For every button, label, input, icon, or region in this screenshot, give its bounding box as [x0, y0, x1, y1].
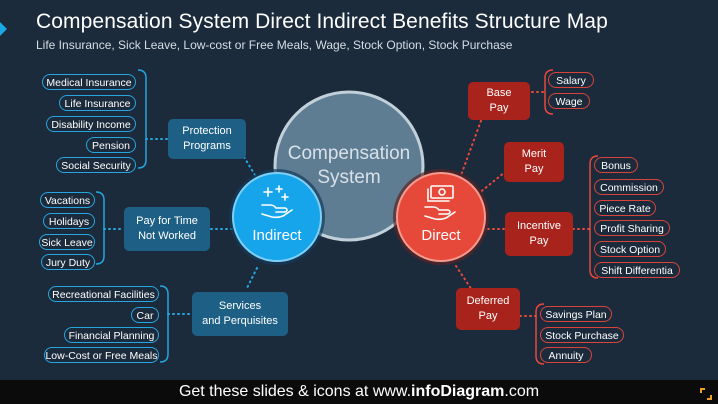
- category-label-line1: Merit: [521, 148, 547, 160]
- category-label-line2: Pay: [478, 310, 498, 322]
- category-label-line2: Pay: [489, 102, 509, 114]
- bracket-pay-time: [95, 191, 105, 265]
- bracket-protection: [137, 69, 147, 169]
- item-vacations: Vacations: [40, 192, 95, 208]
- bracket-incentive: [589, 155, 599, 279]
- bracket-base: [544, 69, 554, 115]
- direct-label: Direct: [421, 227, 461, 244]
- category-label-line2: Not Worked: [138, 230, 196, 242]
- item-recreational-facilities: Recreational Facilities: [48, 286, 159, 302]
- category-pay-for-time: Pay for Time Not Worked: [124, 207, 210, 251]
- connector-indirect-protection: [243, 156, 256, 176]
- item-savings-plan: Savings Plan: [540, 306, 612, 322]
- hand-money-icon: [424, 185, 456, 221]
- item-annuity: Annuity: [540, 347, 592, 363]
- bracket-services: [159, 285, 169, 363]
- footer-banner: Get these slides & icons at www.infoDiag…: [0, 380, 718, 404]
- item-piece-rate: Piece Rate: [594, 200, 656, 216]
- category-deferred-pay: Deferred Pay: [456, 288, 520, 330]
- footer-prefix: Get these slides & icons at www.: [178, 383, 412, 400]
- item-social-security: Social Security: [56, 157, 136, 173]
- category-label-line1: Pay for Time: [136, 215, 198, 227]
- footer-brand: infoDiagram: [411, 383, 505, 400]
- connector-lines: [95, 69, 599, 365]
- category-incentive-pay: Incentive Pay: [505, 212, 573, 256]
- category-label-line2: Programs: [183, 140, 231, 152]
- category-label-line2: Pay: [524, 163, 544, 175]
- category-label-line1: Base: [486, 87, 512, 99]
- title-accent-marker: [0, 22, 7, 36]
- item-financial-planning: Financial Planning: [64, 327, 159, 343]
- item-stock-option: Stock Option: [594, 241, 666, 257]
- item-car: Car: [131, 307, 159, 323]
- category-merit-pay: Merit Pay: [504, 142, 564, 182]
- item-stock-purchase: Stock Purchase: [540, 327, 624, 343]
- category-label-line1: Protection: [182, 125, 232, 137]
- item-shift-differential: Shift Differentia: [594, 262, 680, 278]
- category-protection-programs: Protection Programs: [168, 119, 246, 159]
- connector-direct-deferred: [455, 265, 473, 291]
- category-label-line1: Services: [218, 300, 262, 312]
- connector-indirect-services: [245, 267, 258, 291]
- item-bonus: Bonus: [594, 157, 638, 173]
- item-wage: Wage: [548, 93, 590, 109]
- item-sick-leave: Sick Leave: [39, 234, 95, 250]
- connector-direct-merit: [477, 171, 506, 195]
- item-medical-insurance: Medical Insurance: [42, 74, 136, 90]
- category-base-pay: Base Pay: [468, 82, 530, 120]
- corner-brackets-icon: [700, 388, 712, 400]
- center-label-line1: Compensation: [287, 143, 411, 164]
- item-life-insurance: Life Insurance: [59, 95, 136, 111]
- item-pension: Pension: [86, 137, 136, 153]
- hand-sparkles-icon: [261, 185, 293, 219]
- item-holidays: Holidays: [43, 213, 95, 229]
- page-title: Compensation System Direct Indirect Bene…: [36, 10, 608, 33]
- category-label-line2: and Perquisites: [202, 315, 278, 327]
- item-salary: Salary: [548, 72, 594, 88]
- page-subtitle: Life Insurance, Sick Leave, Low-cost or …: [36, 38, 513, 52]
- bracket-deferred: [535, 303, 545, 365]
- item-profit-sharing: Profit Sharing: [594, 220, 670, 236]
- category-label-line2: Pay: [529, 235, 549, 247]
- item-low-cost-meals: Low-Cost or Free Meals: [44, 347, 159, 363]
- category-services-perquisites: Services and Perquisites: [192, 292, 288, 336]
- direct-circle: [396, 172, 486, 262]
- item-commission: Commission: [594, 179, 664, 195]
- connector-direct-base: [459, 117, 483, 179]
- item-jury-duty: Jury Duty: [41, 254, 95, 270]
- center-label: Compensation System: [278, 142, 420, 190]
- footer-suffix: .com: [504, 383, 540, 400]
- center-label-line2: System: [317, 167, 381, 188]
- category-label-line1: Deferred: [466, 295, 510, 307]
- indirect-label: Indirect: [252, 227, 302, 244]
- item-disability-income: Disability Income: [46, 116, 136, 132]
- category-label-line1: Incentive: [516, 220, 562, 232]
